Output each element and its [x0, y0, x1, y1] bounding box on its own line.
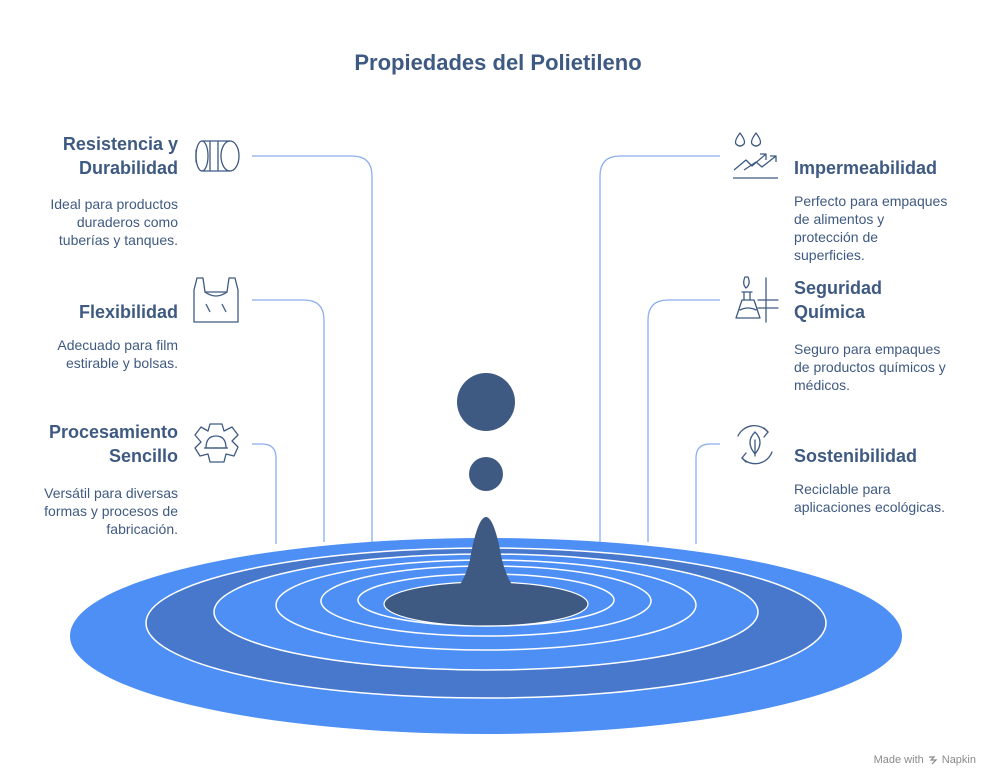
desc-resistencia: Ideal para productos duraderos como tube… [50, 195, 178, 249]
heading-procesamiento: Procesamiento Sencillo [49, 420, 178, 468]
heading-line: Seguridad [794, 278, 883, 298]
desc-line: de productos químicos y [794, 359, 946, 375]
desc-impermeabilidad: Perfecto para empaques de alimentos y pr… [794, 192, 947, 264]
footer-credit[interactable]: Made with Napkin [874, 754, 976, 766]
desc-sostenibilidad: Reciclable para aplicaciones ecológicas. [794, 480, 945, 516]
desc-line: Ideal para productos [50, 196, 178, 212]
heading-line: Flexibilidad [78, 302, 178, 322]
connector-procesamiento [252, 443, 277, 544]
heading-flexibilidad: Flexibilidad [79, 300, 178, 324]
splash-peak [413, 517, 559, 615]
heading-line: Impermeabilidad [794, 158, 938, 178]
desc-line: superficies. [794, 247, 865, 263]
desc-line: Seguro para empaques [794, 341, 941, 357]
heading-line: Sencillo [108, 446, 178, 466]
plastic-bag-icon [193, 277, 239, 323]
connector-impermeabilidad [599, 155, 720, 542]
desc-line: Reciclable para [794, 481, 891, 497]
desc-seguridad: Seguro para empaques de productos químic… [794, 340, 946, 394]
heading-seguridad: Seguridad Química [794, 276, 882, 324]
connector-resistencia [252, 155, 373, 542]
pipe-icon [195, 140, 240, 172]
desc-line: de alimentos y [794, 211, 885, 227]
desc-line: médicos. [794, 377, 851, 393]
desc-line: tuberías y tanques. [58, 232, 178, 248]
heading-line: Química [794, 302, 866, 322]
gear-icon [194, 423, 239, 463]
desc-flexibilidad: Adecuado para film estirable y bolsas. [57, 336, 178, 372]
heading-impermeabilidad: Impermeabilidad [794, 156, 937, 180]
recycle-leaf-icon [737, 425, 773, 465]
desc-line: fabricación. [106, 521, 178, 537]
desc-line: Adecuado para film [57, 337, 178, 353]
desc-line: protección de [794, 229, 879, 245]
desc-line: Versátil para diversas [44, 485, 178, 501]
chemistry-flask-icon [735, 276, 779, 323]
connector-sostenibilidad [695, 443, 720, 544]
desc-line: duraderos como [76, 214, 178, 230]
connector-seguridad [647, 299, 720, 542]
desc-line: estirable y bolsas. [65, 355, 178, 371]
water-drop [413, 373, 559, 615]
heading-resistencia: Resistencia y Durabilidad [63, 132, 178, 180]
desc-line: formas y procesos de [44, 503, 178, 519]
footer-made-with: Made with [873, 754, 924, 766]
connector-flexibilidad [252, 299, 325, 542]
connector-lines [252, 155, 720, 544]
page-title: Propiedades del Polietileno [354, 50, 642, 75]
heading-sostenibilidad: Sostenibilidad [794, 444, 917, 468]
heading-line: Durabilidad [78, 158, 178, 178]
drop-large [457, 373, 515, 431]
heading-line: Procesamiento [48, 422, 178, 442]
footer-brand: Napkin [941, 754, 976, 766]
desc-line: Perfecto para empaques [794, 193, 948, 209]
desc-line: aplicaciones ecológicas. [794, 499, 945, 515]
water-drops-icon [733, 132, 778, 179]
heading-line: Sostenibilidad [794, 446, 918, 466]
napkin-logo-icon [928, 756, 938, 765]
desc-procesamiento: Versátil para diversas formas y procesos… [44, 484, 178, 538]
drop-small [469, 457, 503, 491]
heading-line: Resistencia y [62, 134, 178, 154]
